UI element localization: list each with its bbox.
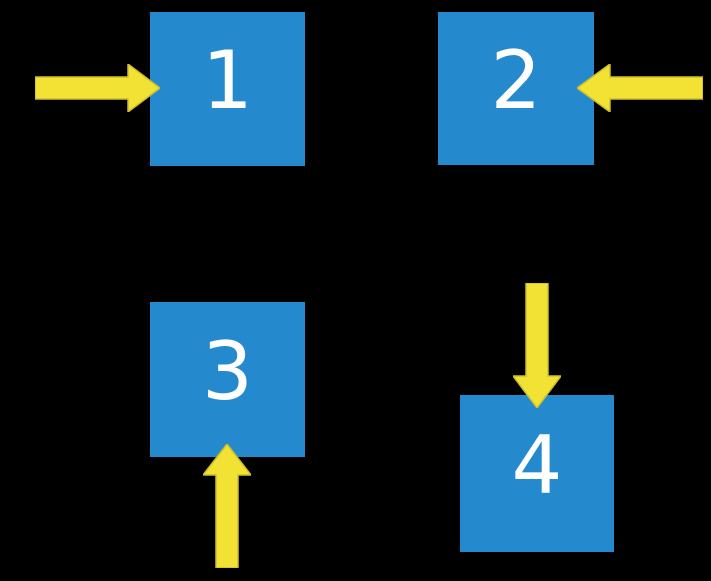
right-arrow-icon [35,64,160,112]
box-3-label: 3 [202,324,253,418]
left-arrow-icon [577,64,703,112]
box-1: 1 [150,12,305,166]
box-2: 2 [438,12,594,165]
box-4: 4 [460,395,614,552]
box-1-label: 1 [202,34,253,127]
box-2-label: 2 [490,33,542,127]
box-4-label: 4 [511,418,563,512]
up-arrow-icon [203,444,251,568]
down-arrow-icon [513,283,561,408]
box-3: 3 [150,302,305,457]
